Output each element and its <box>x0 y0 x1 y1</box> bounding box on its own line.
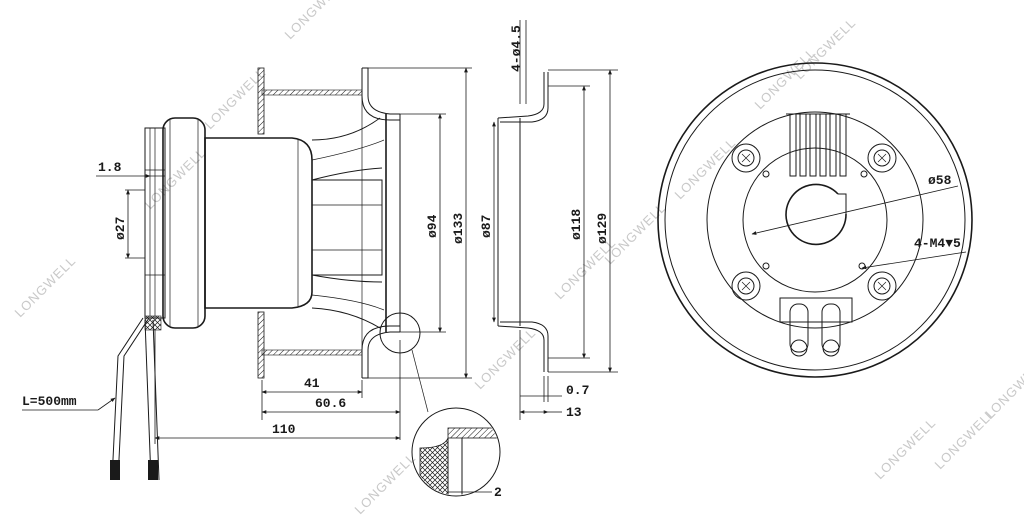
cooling-fins <box>786 113 850 177</box>
watermark: LONGWELL <box>282 0 349 42</box>
watermark: LONGWELL <box>142 145 209 212</box>
motor-flange-circle <box>706 111 924 329</box>
cable-wire <box>111 317 144 481</box>
watermark: LONGWELL <box>672 135 739 202</box>
motor-body <box>204 137 313 309</box>
back-plate-top <box>257 67 265 135</box>
blade <box>311 307 381 329</box>
blade <box>311 167 383 181</box>
mounting-screw <box>731 143 761 173</box>
detail-circle <box>411 407 501 497</box>
watermark: LONGWELL <box>352 450 419 517</box>
dim-label-94: ø94 <box>425 214 440 238</box>
dim-label-27: ø27 <box>113 217 128 240</box>
inner-circle <box>742 147 888 293</box>
shroud-profile-top <box>497 72 545 119</box>
watermark: LONGWELL <box>792 15 859 82</box>
dim-label-2: 2 <box>494 485 502 500</box>
mounting-screw <box>867 143 897 173</box>
shroud-profile: ø87 ø118 ø129 4-ø4.5 0.7 13 <box>479 20 618 420</box>
watermark: LONGWELL <box>982 355 1024 422</box>
dim-label-60-6: 60.6 <box>315 396 346 411</box>
mounting-screw <box>731 271 761 301</box>
watermark: LONGWELL <box>872 415 939 482</box>
cable-length-label: L=500mm <box>22 394 77 409</box>
watermark: LONGWELL <box>12 253 79 320</box>
blade <box>311 274 383 283</box>
impeller-hub <box>311 179 383 276</box>
dim-label-1-8: 1.8 <box>98 160 122 175</box>
back-plate-bottom <box>257 311 265 379</box>
dim-label-118: ø118 <box>569 209 584 240</box>
side-view-dimensions: 1.8 ø27 ø94 ø133 41 60.6 110 L=500mm <box>22 67 472 444</box>
shroud-profile-bottom <box>497 325 545 372</box>
detail-view: 2 <box>411 407 502 500</box>
dim-label-58: ø58 <box>928 173 952 188</box>
dim-label-129: ø129 <box>595 213 610 244</box>
front-view: ø58 4-M4▼5 <box>657 62 973 378</box>
cable-wire <box>144 319 152 481</box>
dim-label-4-hole: 4-ø4.5 <box>509 25 524 72</box>
outer-circle <box>657 62 973 378</box>
dim-label-110: 110 <box>272 422 296 437</box>
cable-gland <box>779 297 853 357</box>
watermark: LONGWELL <box>472 325 539 392</box>
mounting-screw <box>867 271 897 301</box>
dim-label-133: ø133 <box>451 213 466 244</box>
dim-label-87: ø87 <box>479 215 494 238</box>
side-view <box>110 67 429 481</box>
dim-label-13: 13 <box>566 405 582 420</box>
blade <box>311 117 381 141</box>
dim-label-41: 41 <box>304 376 320 391</box>
shroud-bottom <box>362 331 400 379</box>
dim-label-m4: 4-M4▼5 <box>914 236 961 251</box>
shroud-top <box>362 67 400 115</box>
dim-label-0-7: 0.7 <box>566 383 589 398</box>
